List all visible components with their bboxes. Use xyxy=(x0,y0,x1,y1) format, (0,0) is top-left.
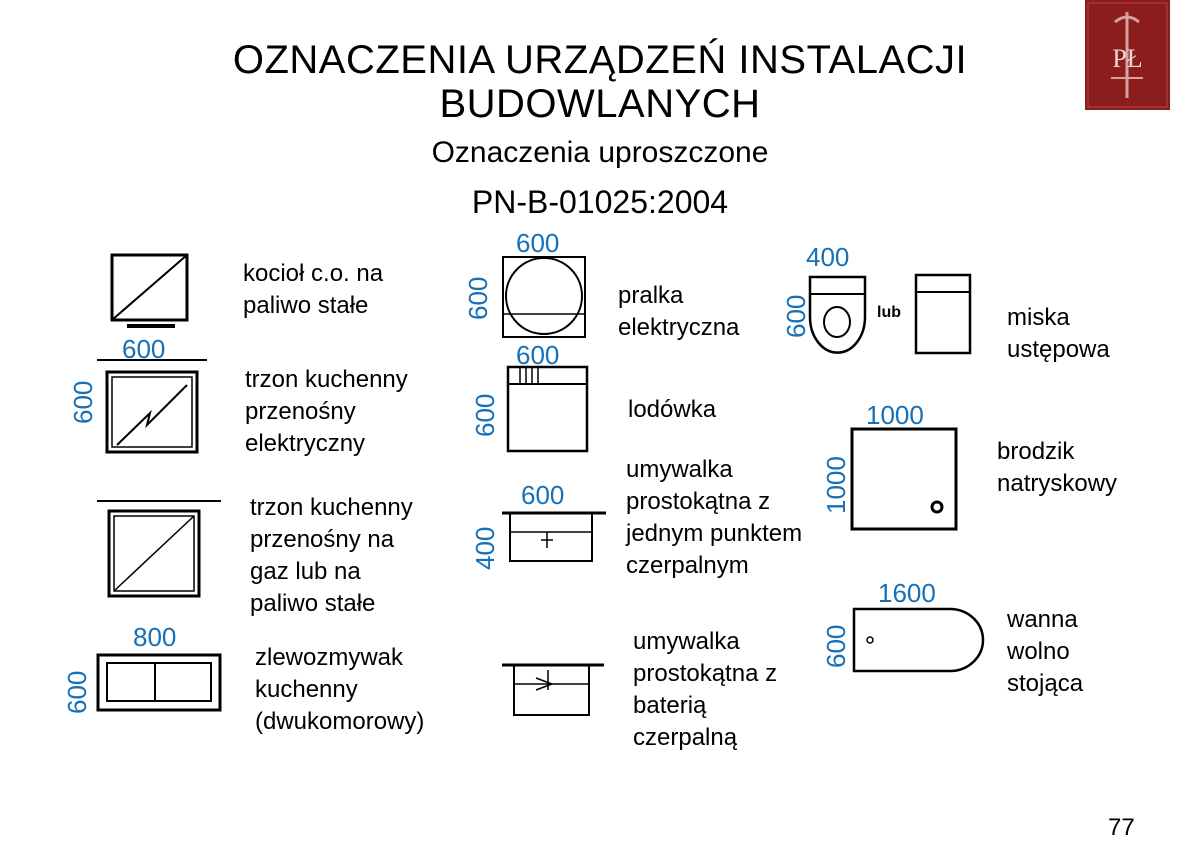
basin-point-label: umywalka prostokątna z jednym punktem cz… xyxy=(626,456,803,579)
bath-width: 1600 xyxy=(878,578,936,608)
sink-symbol xyxy=(95,652,225,714)
electric-stove-depth: 600 xyxy=(68,380,98,424)
page-number: 77 xyxy=(1108,814,1135,841)
toilet-or-text: lub xyxy=(877,304,901,321)
basin-mixer-label: umywalka prostokątna z baterią czerpalną xyxy=(633,628,778,751)
electric-stove-label: trzon kuchenny przenośny elektryczny xyxy=(245,366,408,457)
sink-depth: 600 xyxy=(62,670,92,714)
bath-symbol xyxy=(850,605,990,675)
university-crest-icon xyxy=(1087,2,1168,108)
bath-label: wanna wolno stojąca xyxy=(1007,606,1084,697)
subtitle: Oznaczenia uproszczone xyxy=(431,136,769,169)
basin-point-depth: 400 xyxy=(470,526,500,570)
sink-label: zlewozmywak kuchenny (dwukomorowy) xyxy=(255,644,425,735)
basin-point-symbol xyxy=(500,508,610,568)
shower-symbol xyxy=(848,425,960,533)
toilet-label: miska ustępowa xyxy=(1007,304,1110,363)
washer-depth: 600 xyxy=(463,276,493,320)
university-logo: PŁ xyxy=(1085,0,1170,110)
shower-label: brodzik natryskowy xyxy=(997,438,1118,497)
logo-text: PŁ xyxy=(1112,44,1143,73)
toilet-round-symbol xyxy=(805,272,875,358)
shower-width: 1000 xyxy=(866,400,924,430)
fridge-label: lodówka xyxy=(628,396,717,423)
electric-stove-width: 600 xyxy=(122,334,166,364)
basin-mixer-symbol xyxy=(500,660,610,720)
fridge-depth: 600 xyxy=(470,393,500,437)
boiler-symbol xyxy=(100,252,200,332)
title-line-1: OZNACZENIA URZĄDZEŃ INSTALACJI xyxy=(232,38,968,82)
shower-depth: 1000 xyxy=(821,456,851,514)
standard-code: PN-B-01025:2004 xyxy=(471,184,729,220)
washer-label: pralka elektryczna xyxy=(618,282,740,341)
toilet-rect-symbol xyxy=(913,272,973,356)
toilet-width: 400 xyxy=(806,242,850,272)
fridge-width: 600 xyxy=(516,340,560,370)
electric-stove-symbol xyxy=(95,355,210,455)
sink-width: 800 xyxy=(133,622,177,652)
basin-point-width: 600 xyxy=(521,480,565,510)
fridge-symbol xyxy=(505,364,590,454)
gas-stove-label: trzon kuchenny przenośny na gaz lub na p… xyxy=(250,494,413,617)
title-line-2: BUDOWLANYCH xyxy=(439,82,761,126)
bath-depth: 600 xyxy=(821,624,851,668)
washer-width: 600 xyxy=(516,228,560,258)
gas-stove-symbol xyxy=(95,496,225,606)
boiler-label: kocioł c.o. na paliwo stałe xyxy=(243,260,384,319)
washer-symbol xyxy=(500,254,590,340)
